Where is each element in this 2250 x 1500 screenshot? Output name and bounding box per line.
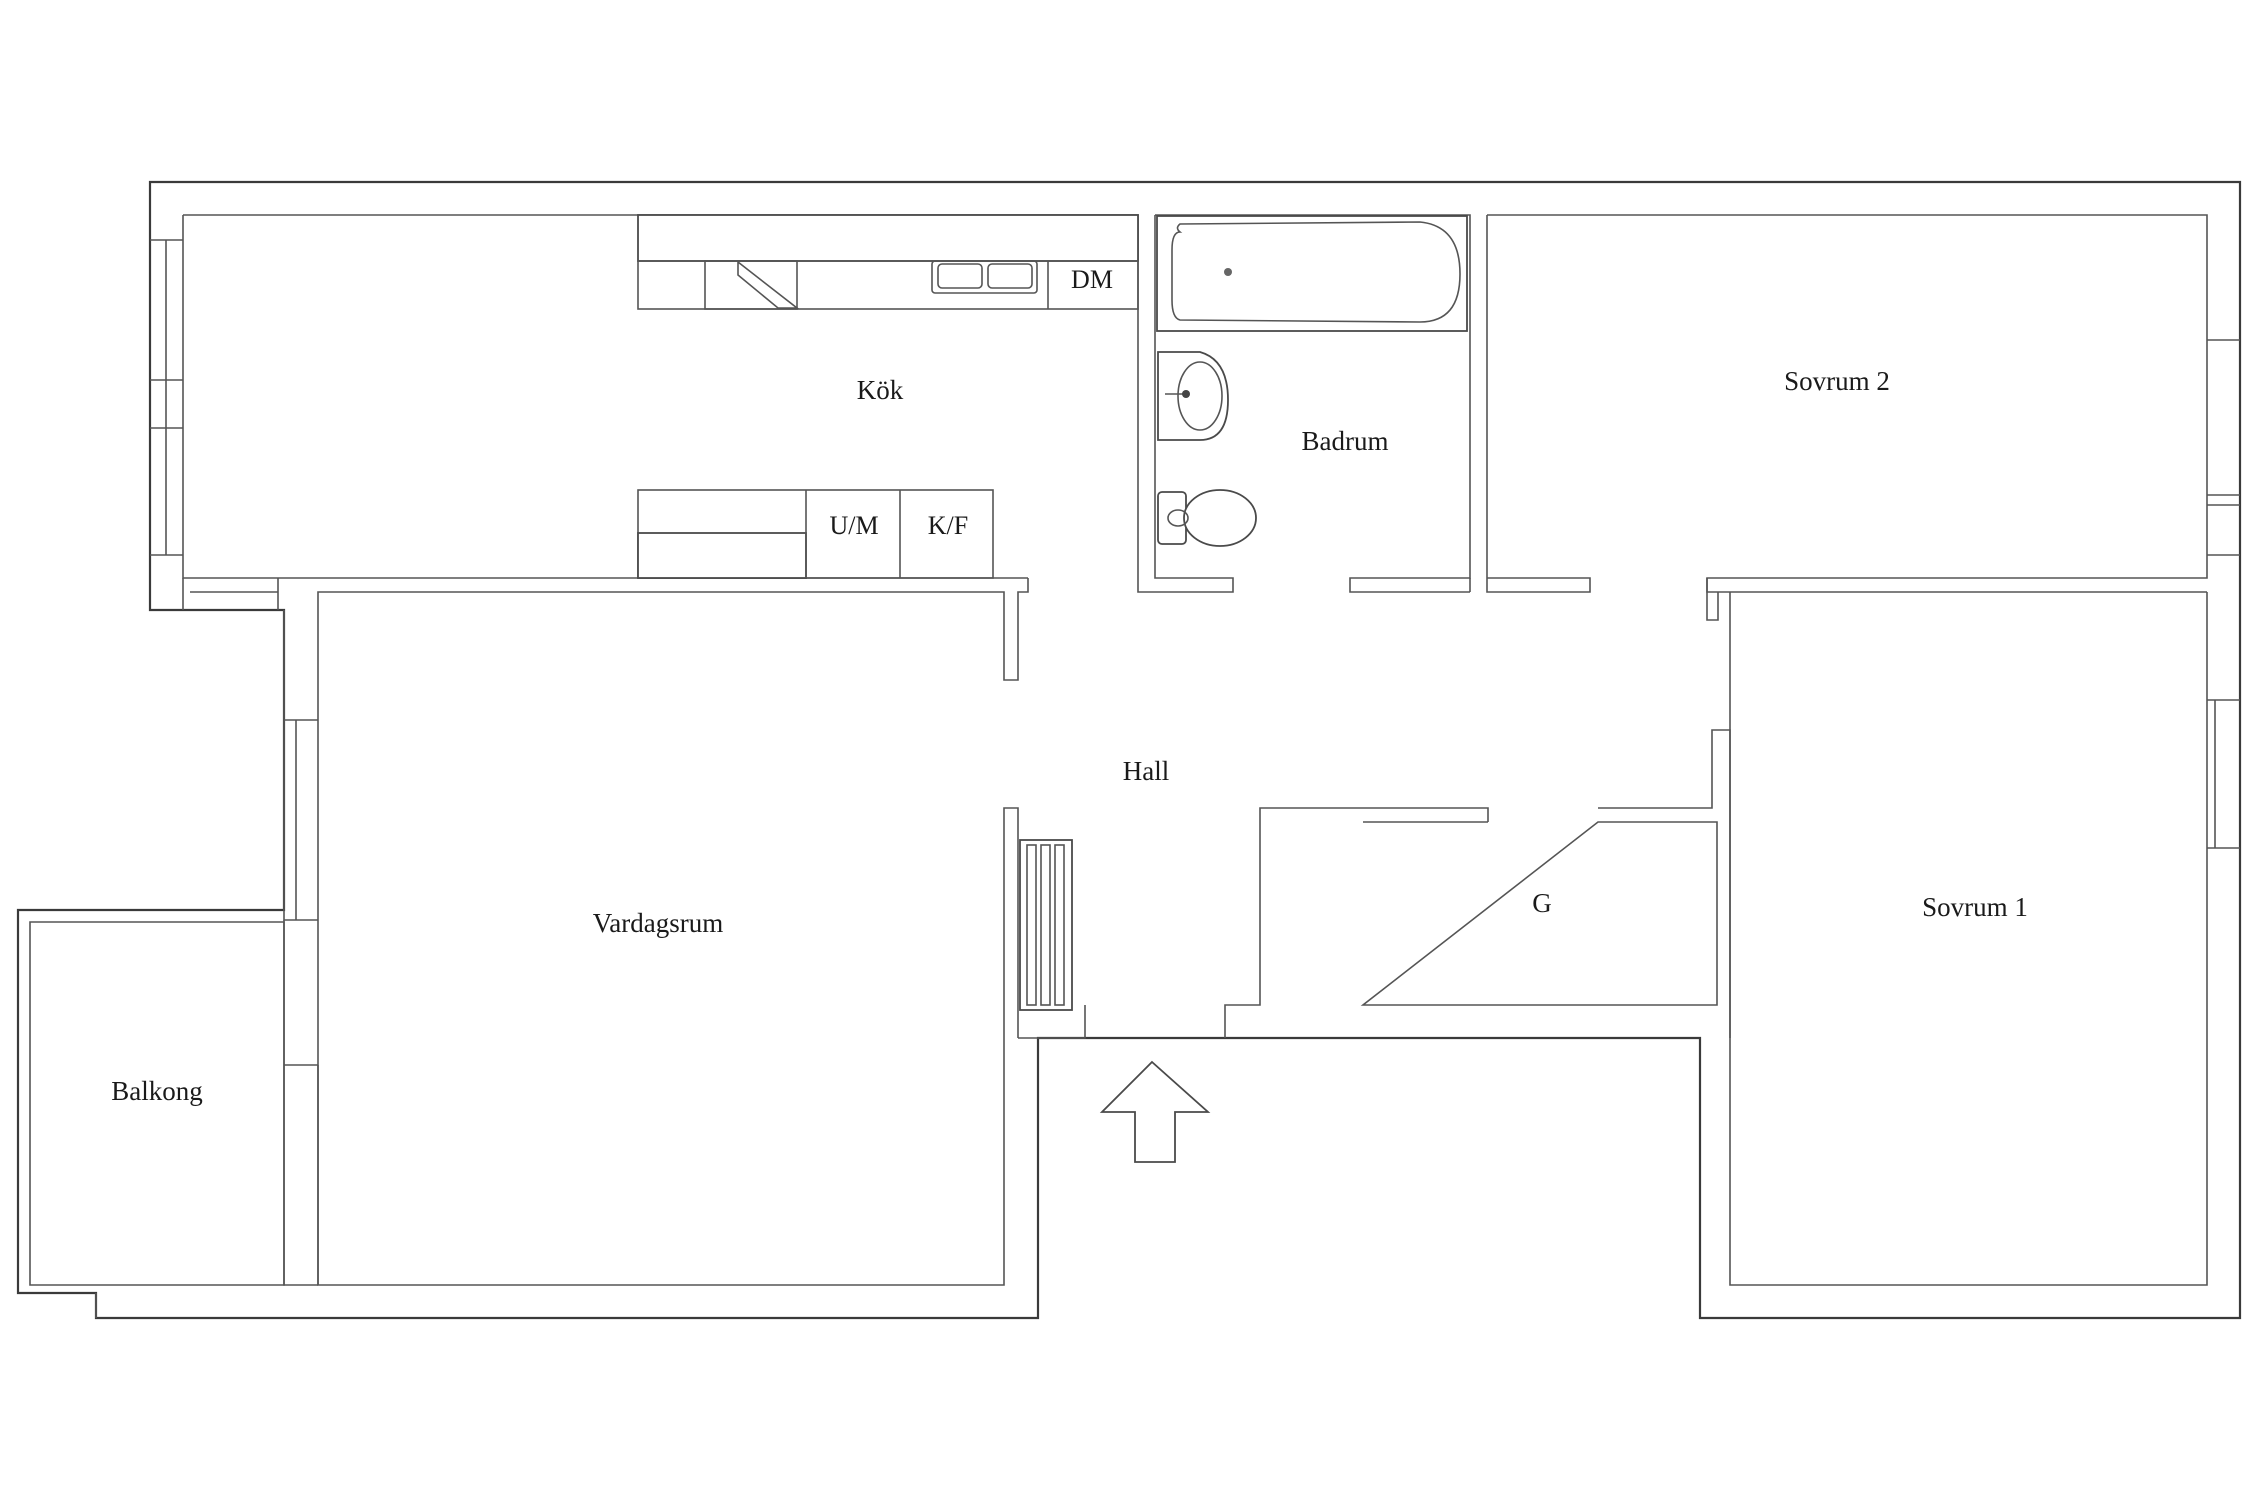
room-label-sovrum1: Sovrum 1 bbox=[1922, 892, 2028, 922]
toilet-icon bbox=[1157, 489, 1257, 547]
room-label-g: G bbox=[1532, 888, 1552, 918]
room-label-vardagsrum: Vardagsrum bbox=[593, 908, 723, 938]
room-label-kok: Kök bbox=[857, 375, 904, 405]
kitchen-fixtures bbox=[637, 214, 1139, 579]
bathroom-fixtures bbox=[1156, 215, 1468, 547]
bathtub-icon bbox=[1156, 215, 1468, 332]
sink-icon bbox=[1157, 351, 1229, 441]
fixture-label-dm: DM bbox=[1071, 265, 1113, 294]
entrance-arrow-icon bbox=[1099, 1060, 1211, 1163]
bedroom2-walls bbox=[1486, 214, 2240, 849]
closet-walls bbox=[1360, 821, 1718, 1006]
balcony-walls bbox=[29, 921, 285, 1318]
room-label-badrum: Badrum bbox=[1302, 426, 1389, 456]
outer-walls bbox=[16, 180, 2242, 1320]
radiator-icon bbox=[1019, 839, 1073, 1011]
bathroom-walls bbox=[1137, 214, 1471, 593]
room-label-balkong: Balkong bbox=[111, 1076, 203, 1106]
fixture-label-um: U/M bbox=[829, 511, 878, 540]
room-label-hall: Hall bbox=[1123, 756, 1170, 786]
fixture-label-kf: K/F bbox=[928, 511, 968, 540]
room-label-sovrum2: Sovrum 2 bbox=[1784, 366, 1890, 396]
kitchen-sink-icon bbox=[931, 260, 1038, 294]
bedroom1-walls bbox=[1729, 592, 2216, 1286]
